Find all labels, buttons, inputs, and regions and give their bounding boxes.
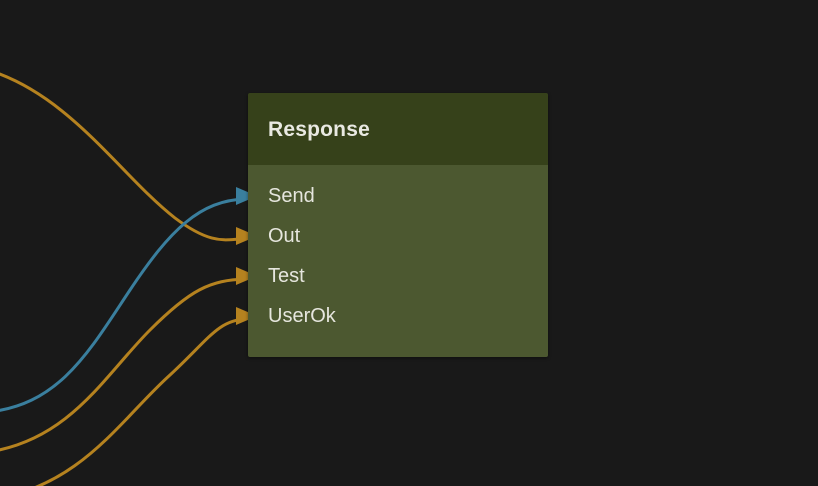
node-title: Response [268, 117, 370, 141]
port-label-userok: UserOk [268, 305, 336, 327]
node-body: Send Out Test UserOk [248, 165, 548, 357]
port-label-test: Test [268, 265, 305, 287]
edge-to-out[interactable] [0, 70, 248, 242]
edge-to-userok[interactable] [0, 317, 248, 486]
edge-to-test[interactable] [0, 277, 248, 452]
node-response[interactable]: Response Send Out Test UserOk [248, 93, 548, 357]
port-label-send: Send [268, 185, 315, 207]
port-label-out: Out [268, 225, 301, 247]
node-header[interactable]: Response [248, 93, 548, 165]
edges-group [0, 70, 248, 486]
port-row-send[interactable]: Send [248, 176, 548, 216]
edge-to-send[interactable] [0, 197, 248, 412]
port-row-out[interactable]: Out [248, 216, 548, 256]
port-row-test[interactable]: Test [248, 256, 548, 296]
port-row-userok[interactable]: UserOk [248, 296, 548, 336]
